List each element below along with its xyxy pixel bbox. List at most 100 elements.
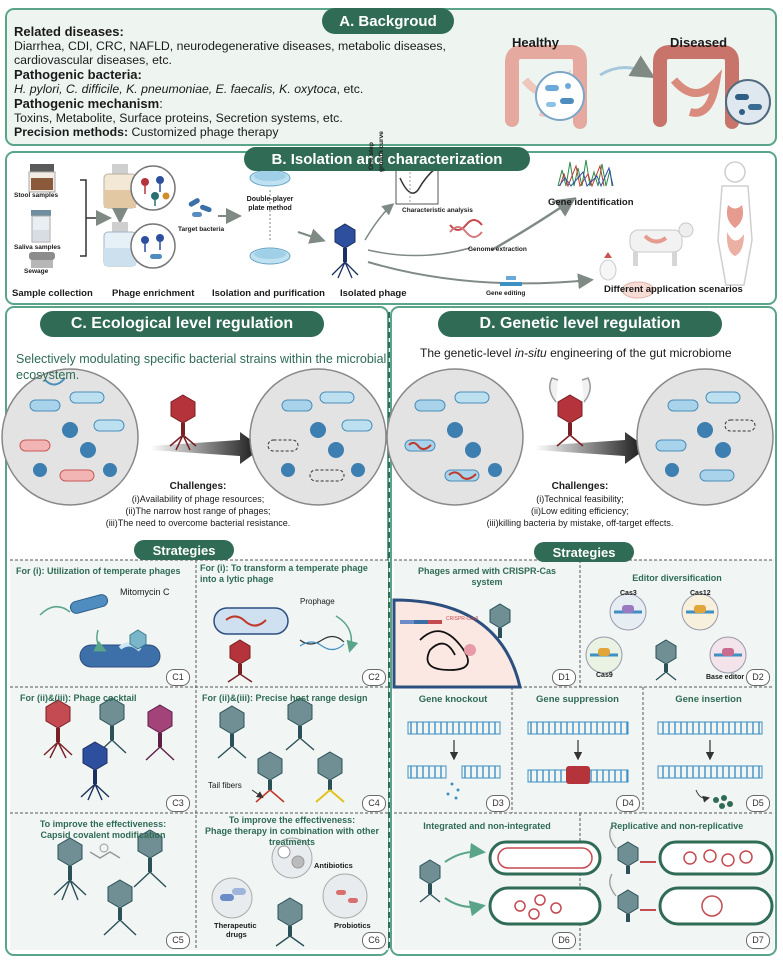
gene-suppression-title: Gene suppression	[536, 694, 619, 705]
section-a-title: A. Backgroud	[322, 8, 454, 34]
pathogenic-suffix: , etc.	[336, 82, 364, 96]
d7-replicative	[609, 825, 774, 926]
healthy-label: Healthy	[512, 35, 559, 50]
enrichment-bottle-bottom	[103, 222, 137, 267]
chromatogram-icon	[556, 158, 614, 188]
section-c-title: C. Ecological level regulation	[40, 311, 324, 337]
c5-title-line2: Capsid covalent modification	[40, 830, 166, 840]
gene-knockout-title: Gene knockout	[418, 694, 488, 705]
c2-title-line2: into a lytic phage	[200, 574, 274, 584]
c4-title: For (ii)&(iii): Precise host range desig…	[202, 693, 368, 703]
c-challenge-2: (ii)The narrow host range of phages;	[125, 506, 271, 516]
c-subtitle-line2: ecosystem.	[16, 368, 80, 382]
d-subtitle-post: engineering of the gut microbiome	[546, 346, 732, 360]
pathogenic-bacteria-label: Pathogenic bacteria:	[14, 67, 142, 82]
mixed-phage-icons-bottom	[141, 234, 164, 259]
d2-tag: D2	[746, 669, 770, 686]
phage-to-application-arrow	[367, 261, 594, 290]
phage-enrichment-label: Phage enrichment	[112, 288, 195, 299]
gene-insertion-title: Gene insertion	[675, 694, 742, 705]
human-body-illustration	[717, 161, 753, 286]
c-challenge-3: (iii)The need to overcome bacterial resi…	[105, 518, 291, 528]
base-editor-label: Base editor	[706, 674, 745, 681]
d7-tag: D7	[746, 932, 770, 949]
c2-title-line1: For (i): To transform a temperate phage	[200, 563, 368, 573]
precision-text: Customized phage therapy	[128, 125, 279, 139]
d1-title-line2: system	[471, 577, 503, 587]
target-bacteria-label: Target bacteria	[178, 226, 225, 233]
d1-crispr-phage	[392, 598, 522, 689]
d5-tag: D5	[746, 795, 770, 812]
c3-title: For (ii)&(iii): Phage cocktail	[20, 693, 137, 703]
therapeutic-label-line2: drugs	[226, 930, 247, 939]
c-challenges-label: Challenges:	[169, 481, 227, 492]
d-challenges-label: Challenges:	[551, 481, 609, 492]
d6-integrated	[419, 840, 602, 926]
mitomycin-label: Mitomycin C	[120, 587, 170, 597]
gene-editing-icon	[500, 276, 522, 286]
application-scenarios-label: Different application scenarios	[604, 284, 743, 295]
healthy-bacteria-circle	[535, 71, 585, 121]
precision-line: Precision methods: Customized phage ther…	[14, 125, 279, 140]
d1-tag: D1	[552, 669, 576, 686]
phage-to-analysis-arrow	[364, 203, 395, 241]
gene-editing-label: Gene editing	[486, 290, 526, 297]
c1-tag: C1	[166, 669, 190, 686]
enrichment-mix-circle-top	[130, 165, 176, 211]
d-subtitle-pre: The genetic-level	[420, 346, 515, 360]
related-diseases-line2: cardiovascular diseases, etc.	[14, 53, 172, 67]
genome-extraction-label: Genome extraction	[468, 246, 527, 253]
d2-title: Editor diversification	[632, 573, 722, 583]
therapeutic-label-line1: Therapeutic	[214, 921, 257, 930]
c-challenge-1: (i)Availability of phage resources;	[131, 494, 265, 504]
isolated-phage-icon	[331, 223, 359, 279]
c6-tag: C6	[362, 932, 386, 949]
c-red-phage-icon	[169, 394, 197, 451]
d-right-microbiome-circle	[636, 368, 774, 506]
d4-gene-suppression	[527, 721, 629, 784]
c-subtitle-line1: Selectively modulating specific bacteria…	[16, 352, 387, 366]
double-layer-plate-bottom	[249, 247, 291, 265]
d2-editor-diversification	[585, 593, 747, 681]
related-diseases-label: Related diseases:	[14, 24, 124, 39]
probiotics-label: Probiotics	[334, 921, 371, 930]
c6-title-line3: treatments	[268, 837, 315, 847]
isolated-phage-label: Isolated phage	[340, 288, 407, 299]
mechanism-colon: :	[159, 96, 163, 111]
c5-capsid-modification	[53, 829, 167, 936]
c5-title-line1: To improve the effectiveness:	[39, 819, 167, 829]
c4-host-range-phages	[217, 697, 345, 803]
healthy-to-diseased-arrow	[599, 55, 656, 79]
d6-tag: D6	[552, 932, 576, 949]
precision-label: Precision methods:	[14, 125, 129, 139]
plate-method-label: plate method	[248, 205, 292, 212]
saliva-samples-label: Saliva samples	[14, 244, 61, 251]
c6-title-line1: To improve the effectiveness:	[228, 815, 356, 825]
isolation-purification-label: Isolation and purification	[212, 288, 325, 299]
target-bacteria-icon	[188, 198, 212, 217]
diseased-label: Diseased	[670, 35, 728, 50]
characteristic-analysis-label: Characteristic analysis	[402, 207, 473, 214]
c1-title: For (i): Utilization of temperate phages	[16, 566, 181, 576]
prophage-label: Prophage	[300, 597, 335, 606]
sewage-icon	[29, 252, 55, 268]
c-transform-arrow	[150, 432, 262, 464]
phage-to-genome-arrow	[367, 247, 471, 257]
stool-samples-label: Stool samples	[14, 192, 59, 199]
c2-illustration	[213, 607, 359, 683]
genome-to-identification-arrow	[491, 197, 577, 252]
diseased-bacteria-circle	[725, 79, 771, 125]
cas9-label: Cas9	[596, 672, 613, 679]
diseased-colon-illustration	[653, 45, 739, 129]
double-layer-plate-top	[249, 169, 291, 187]
c6-title-line2: Phage therapy in combination with other	[204, 826, 379, 836]
d-challenge-3: (iii)killing bacteria by mistake, off-ta…	[486, 518, 674, 528]
sample-collection-label: Sample collection	[12, 288, 93, 299]
section-b-title: B. Isolation and characterization	[244, 147, 530, 171]
d-challenge-1: (i)Technical feasibility;	[536, 494, 624, 504]
pig-illustration	[621, 281, 655, 299]
sewage-label: Sewage	[24, 268, 49, 275]
d-transform-arrow	[535, 432, 647, 464]
